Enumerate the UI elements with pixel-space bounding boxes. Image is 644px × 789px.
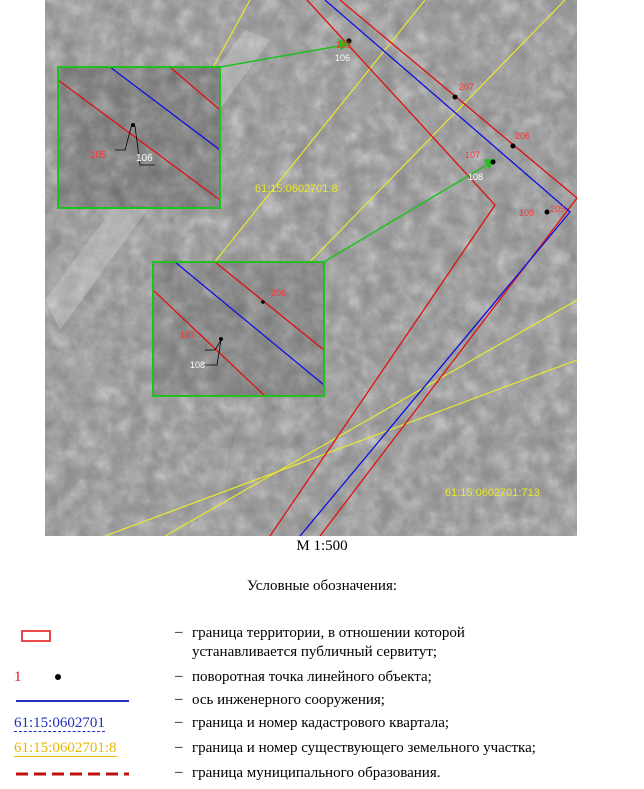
legend-text-municipal: граница муниципального образования. — [192, 765, 441, 781]
callouts — [219, 38, 497, 263]
legend-symbol-blue-line — [14, 691, 134, 715]
inset1-label-105: 105 — [90, 150, 107, 161]
legend-code-quarter: 61:15:0602701 — [14, 715, 105, 732]
inset-zoom-1: 105 106 — [57, 66, 221, 209]
legend-row-cadastral-quarter: 61:15:0602701 – граница и номер кадастро… — [0, 714, 644, 738]
point-label-109: 109 — [519, 208, 534, 218]
inset-zoom-2: 107 108 206 — [152, 261, 325, 397]
inset2-label-107: 107 — [180, 330, 195, 340]
parcel-label-8: 61:15:0602701:8 — [255, 183, 338, 195]
legend-text-quarter: граница и номер кадастрового квартала; — [192, 715, 450, 731]
legend-text-axis: ось инженерного сооружения; — [192, 692, 385, 708]
legend-dash: – — [175, 624, 183, 640]
legend-row-point: 1 – поворотная точка линейного объекта; — [0, 668, 644, 692]
legend-code-parcel: 61:15:0602701:8 — [14, 740, 117, 757]
legend-title: Условные обозначения: — [246, 578, 398, 594]
inset1-label-106: 106 — [136, 153, 153, 164]
point-label-205: 205 — [550, 204, 565, 214]
legend-dash: – — [175, 739, 183, 755]
legend-symbol-blue-code: 61:15:0602701 — [14, 714, 105, 738]
legend-symbol-yellow-code: 61:15:0602701:8 — [14, 739, 117, 763]
legend-symbol-red-rect — [14, 624, 54, 648]
legend-text-point: поворотная точка линейного объекта; — [192, 669, 432, 685]
point-label-108: 108 — [468, 172, 483, 182]
legend-symbol-point: 1 — [14, 668, 61, 692]
legend-row-parcel: 61:15:0602701:8 – граница и номер сущест… — [0, 739, 644, 763]
servitude-boundary — [269, 0, 577, 536]
point-label-106: 106 — [335, 53, 350, 63]
legend-text-servitude: граница территории, в отношении которой … — [192, 625, 465, 660]
legend-point-number: 1 — [14, 669, 22, 685]
engineering-axis — [299, 0, 571, 536]
legend-dash: – — [175, 714, 183, 730]
parcel-label-713: 61:15:0602701:713 — [445, 487, 540, 499]
legend-row-municipal: – граница муниципального образования. — [0, 764, 644, 788]
map-scale: М 1:500 — [296, 538, 348, 554]
map-view[interactable]: 105 106 207 206 107 108 109 205 61:15:06… — [45, 0, 577, 536]
legend-symbol-red-dash — [14, 764, 134, 788]
point-label-206: 206 — [515, 131, 530, 141]
legend-dash: – — [175, 668, 183, 684]
turning-points — [346, 38, 550, 215]
point-label-105: 105 — [336, 40, 351, 50]
legend-dash: – — [175, 691, 183, 707]
point-label-107: 107 — [465, 150, 480, 160]
legend-text-parcel: граница и номер существующего земельного… — [192, 740, 536, 756]
point-label-207: 207 — [459, 82, 474, 92]
inset2-label-206: 206 — [271, 288, 286, 298]
inset2-label-108: 108 — [190, 360, 205, 370]
legend-row-servitude: – граница территории, в отношении которо… — [0, 624, 644, 666]
legend-row-axis: – ось инженерного сооружения; — [0, 691, 644, 715]
legend-dash: – — [175, 764, 183, 780]
